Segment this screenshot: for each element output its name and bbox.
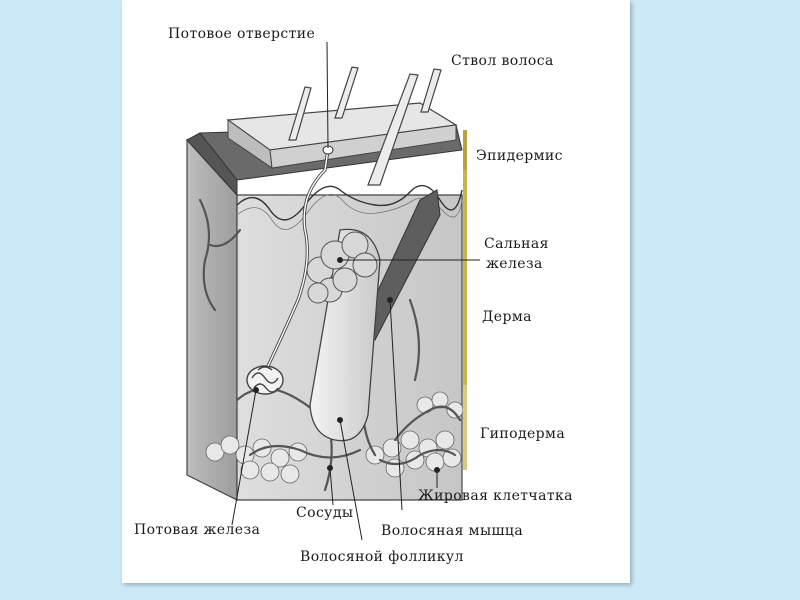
label-sebaceous-gland-1: Сальная xyxy=(484,236,549,252)
label-sebaceous-gland-2: железа xyxy=(486,256,543,272)
label-hypodermis: Гиподерма xyxy=(480,426,566,442)
label-sweat-gland: Потовая железа xyxy=(134,522,261,538)
dermis-bar xyxy=(463,170,467,385)
label-hair-shaft: Ствол волоса xyxy=(451,53,554,69)
label-hair-follicle: Волосяной фолликул xyxy=(300,549,464,565)
label-dermis: Дерма xyxy=(482,309,532,325)
epidermis-bar xyxy=(463,130,467,170)
skin-block xyxy=(186,102,464,501)
hypodermis-bar xyxy=(463,385,467,470)
leader-lines xyxy=(231,41,480,541)
label-fat-tissue: Жировая клетчатка xyxy=(418,488,573,504)
label-hair-muscle: Волосяная мышца xyxy=(381,523,524,539)
label-epidermis: Эпидермис xyxy=(476,148,563,164)
label-vessels: Сосуды xyxy=(296,505,354,521)
label-sweat-pore: Потовое отверстие xyxy=(168,26,316,42)
hair-shafts xyxy=(288,66,442,186)
